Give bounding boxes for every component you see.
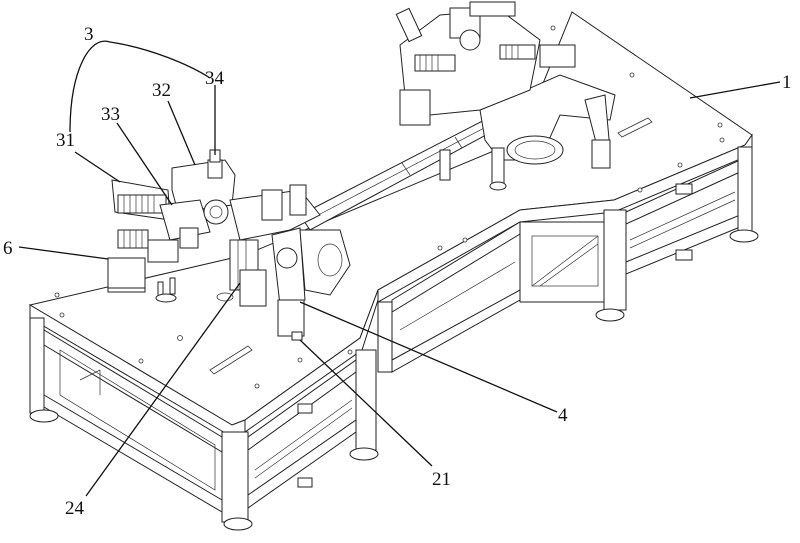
rail xyxy=(43,329,223,453)
leader-21 xyxy=(299,339,433,467)
leader-31 xyxy=(74,151,121,183)
slot xyxy=(209,345,253,375)
leveling-foot xyxy=(729,229,759,243)
leg xyxy=(221,431,249,523)
leader-1 xyxy=(689,81,781,99)
leg xyxy=(29,317,45,414)
leg xyxy=(737,146,753,233)
rail xyxy=(247,419,357,509)
callout-4: 4 xyxy=(558,405,568,426)
right-clamp-assembly xyxy=(395,1,576,126)
leader-24 xyxy=(85,282,241,497)
bracket xyxy=(297,477,313,488)
leader-33 xyxy=(116,122,173,206)
callout-32: 32 xyxy=(152,80,171,101)
rail xyxy=(43,394,223,513)
leg xyxy=(603,209,627,311)
leader-32 xyxy=(167,100,196,166)
leg xyxy=(355,349,377,451)
center-frame xyxy=(519,221,611,303)
leader-6 xyxy=(18,246,109,260)
callout-1: 1 xyxy=(782,72,792,93)
beam-workpiece xyxy=(299,74,616,231)
slot xyxy=(617,117,653,138)
leveling-foot xyxy=(595,308,625,322)
callout-33: 33 xyxy=(101,104,120,125)
left-clamp-assembly xyxy=(107,149,351,341)
callout-leaders xyxy=(18,40,781,497)
rail xyxy=(391,289,521,373)
callout-24: 24 xyxy=(65,498,85,519)
leader-3-group xyxy=(69,40,211,133)
callout-31: 31 xyxy=(56,130,75,151)
callout-labels: 3 31 32 33 34 6 1 4 21 24 xyxy=(3,24,792,519)
callout-21: 21 xyxy=(432,469,451,490)
bracket xyxy=(297,403,313,414)
leveling-foot xyxy=(223,517,253,531)
bracket xyxy=(675,183,693,195)
frame-opening xyxy=(59,349,216,491)
callout-6: 6 xyxy=(3,238,13,259)
leveling-foot xyxy=(29,409,59,423)
leader-4 xyxy=(299,301,558,413)
leg xyxy=(377,301,393,373)
bracket xyxy=(675,249,693,261)
leveling-foot xyxy=(349,447,379,461)
callout-3: 3 xyxy=(84,24,94,45)
callout-34: 34 xyxy=(205,68,225,89)
